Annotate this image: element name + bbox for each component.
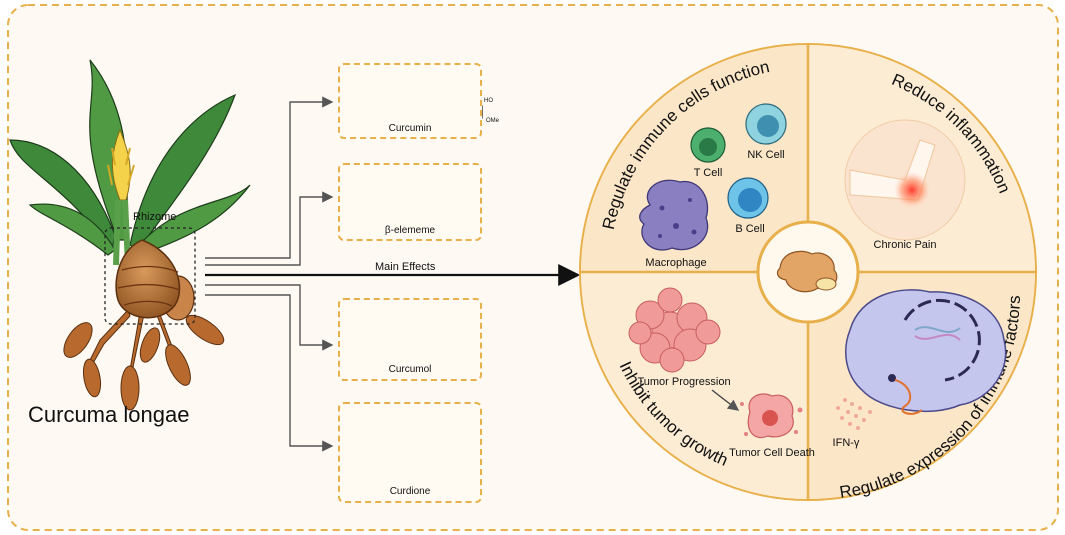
- ifn-gamma-label: IFN-γ: [833, 437, 860, 449]
- macrophage-icon: [639, 179, 709, 251]
- compound-box-curcumol: Curcumol: [338, 298, 482, 381]
- dying-cell-icon: [740, 393, 803, 439]
- compound-box-elememe: β-elememe: [338, 163, 482, 241]
- curcumin-ome2-label: OMe: [486, 118, 500, 124]
- chronic-pain-label: Chronic Pain: [874, 239, 937, 251]
- rhizome-highlight-box: [104, 227, 196, 325]
- curdione-label: Curdione: [389, 486, 431, 497]
- elememe-label: β-elememe: [384, 225, 436, 236]
- compound-box-curdione: Curdione: [338, 402, 482, 503]
- chronic-pain-illustration: [844, 119, 966, 241]
- curcuma-plant-illustration: [9, 59, 251, 411]
- plant-name: Curcuma longae: [28, 402, 190, 427]
- curcumol-label: Curcumol: [388, 364, 432, 375]
- tumor-progression-label: Tumor Progression: [637, 376, 730, 388]
- curcumin-oh-label: HO: [484, 98, 493, 104]
- immune-factor-cell-illustration: [836, 289, 1007, 430]
- curcumin-label: Curcumin: [388, 123, 432, 134]
- macrophage-label: Macrophage: [645, 257, 706, 269]
- t-cell-label: T Cell: [694, 167, 723, 179]
- main-effects-label: Main Effects: [375, 261, 436, 273]
- tumor-illustration: [628, 287, 803, 439]
- immune-cells-illustration: [639, 103, 787, 251]
- compound-box-curcumin: Curcumin: [338, 63, 482, 139]
- nk-cell-label: NK Cell: [747, 149, 784, 161]
- tumor-cell-death-label: Tumor Cell Death: [729, 447, 815, 459]
- b-cell-label: B Cell: [735, 223, 764, 235]
- rhizome-label: Rhizome: [133, 211, 177, 223]
- compound-connectors: [205, 96, 334, 452]
